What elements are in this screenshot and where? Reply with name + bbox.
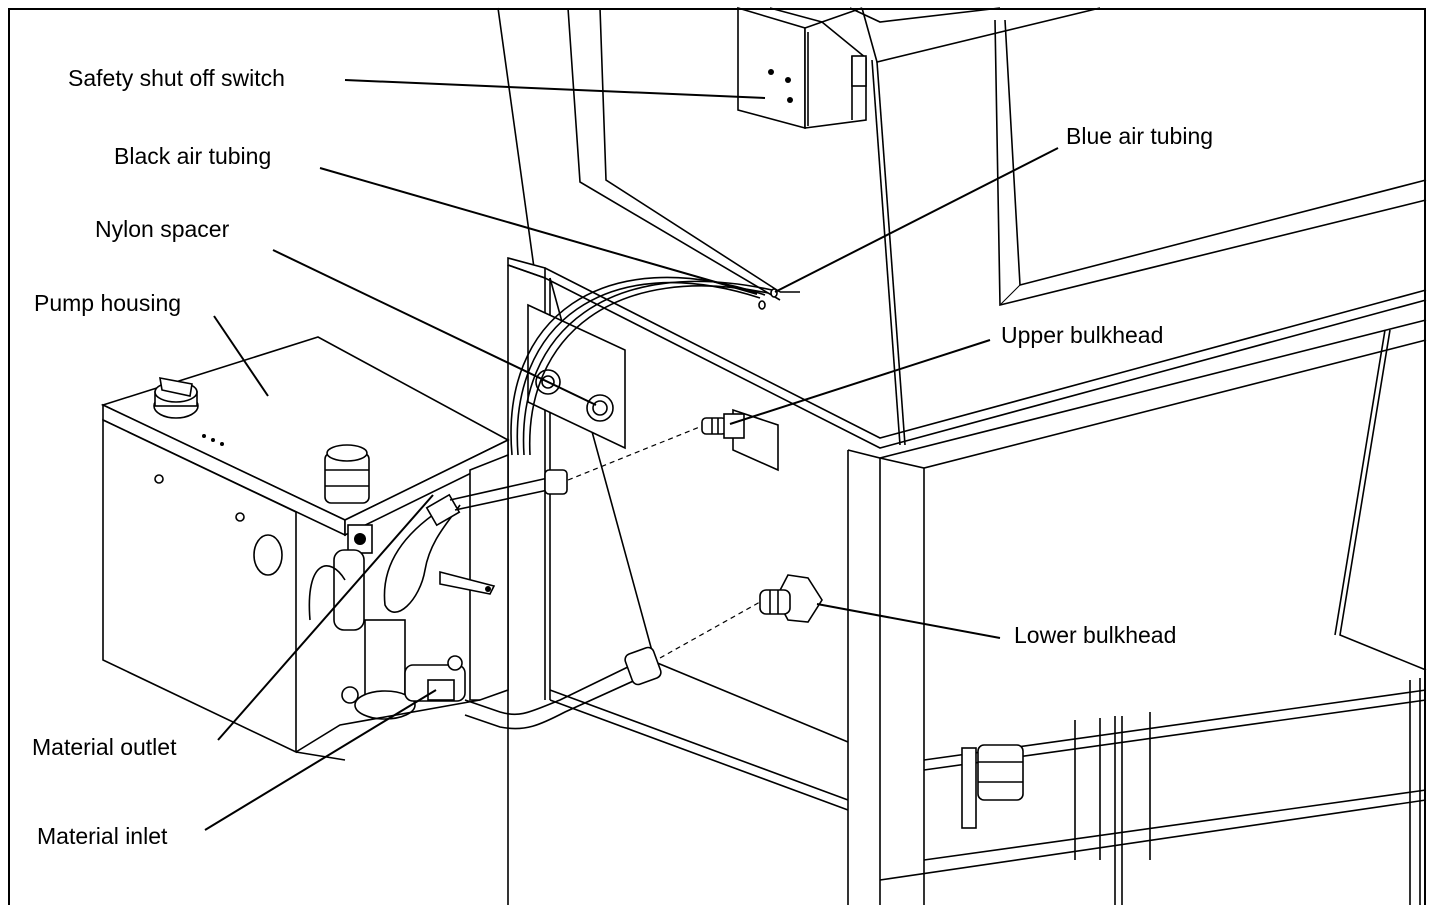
leader-blue-tubing xyxy=(774,147,1059,293)
label-lower-bulkhead: Lower bulkhead xyxy=(1014,622,1177,648)
lower-bulkhead-part xyxy=(759,574,823,623)
upper-bulkhead-part xyxy=(701,408,779,472)
leader-material-outlet xyxy=(217,494,434,741)
label-safety-switch: Safety shut off switch xyxy=(68,65,285,91)
leader-lower-bulkhead xyxy=(816,603,1001,639)
pump-housing-part xyxy=(100,336,662,761)
leader-material-inlet xyxy=(204,689,437,831)
hopper xyxy=(497,7,1427,446)
air-tubing xyxy=(510,276,778,456)
leader-safety-switch xyxy=(344,79,766,99)
leader-nylon-spacer xyxy=(272,249,597,406)
leader-pump-housing xyxy=(213,315,269,397)
label-material-inlet: Material inlet xyxy=(37,823,168,849)
leader-lines xyxy=(204,79,1059,831)
label-blue-tubing: Blue air tubing xyxy=(1066,123,1214,149)
leader-upper-bulkhead xyxy=(729,339,991,425)
safety-switch-bracket xyxy=(737,6,1001,130)
label-material-outlet: Material outlet xyxy=(32,734,177,760)
label-upper-bulkhead: Upper bulkhead xyxy=(1001,322,1164,348)
label-black-tubing: Black air tubing xyxy=(114,143,272,169)
label-pump-housing: Pump housing xyxy=(34,290,182,316)
lower-right-fitting xyxy=(961,744,1024,829)
leader-black-tubing xyxy=(319,167,758,295)
label-nylon-spacer: Nylon spacer xyxy=(95,216,230,242)
